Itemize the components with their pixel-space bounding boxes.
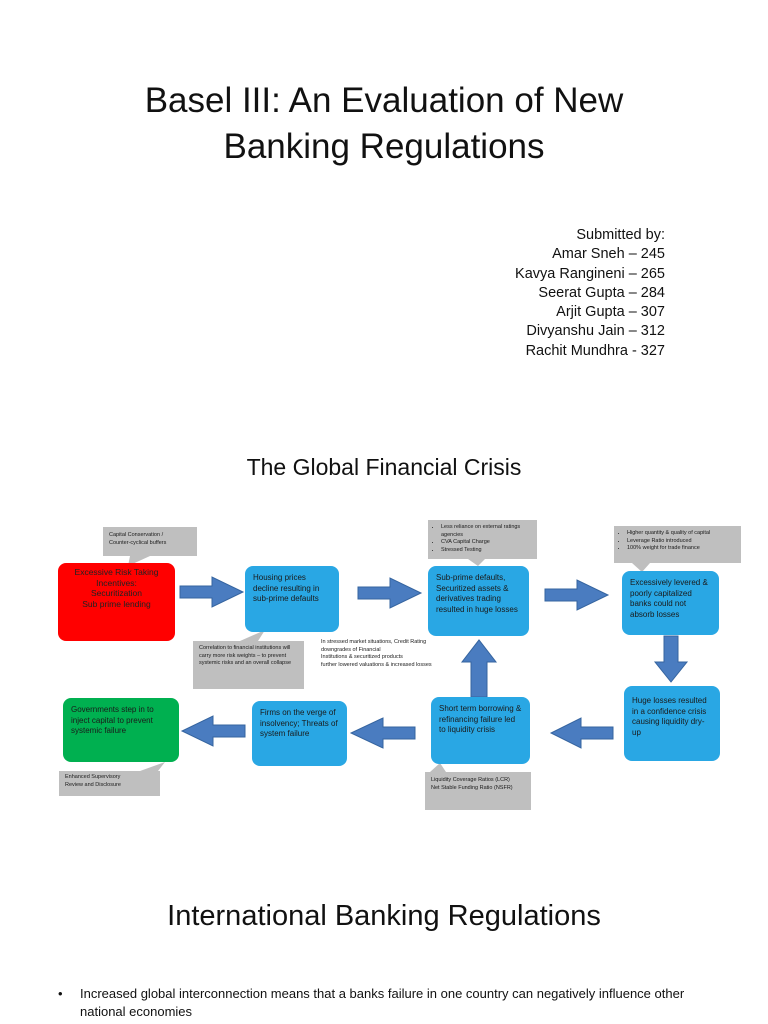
right-arrow (544, 579, 610, 611)
title-line-2: Banking Regulations (223, 127, 545, 166)
huge-losses-box: Huge losses resulted in a confidence cri… (624, 686, 720, 761)
firms-insolvency-box: Firms on the verge of insolvency; Threat… (252, 701, 347, 766)
note-line: further lowered valuations & increased l… (321, 661, 432, 668)
note-bullet: 100% weight for trade finance (627, 545, 735, 553)
housing-decline-box: Housing prices decline resulting in sub-… (245, 566, 339, 632)
callout-pointer (240, 630, 265, 641)
box-line: Securitization (90, 588, 143, 598)
left-arrow (549, 717, 614, 749)
note-bullet: Higher quantity & quality of capital (627, 530, 735, 538)
up-arrow (460, 639, 498, 698)
short-term-borrowing-box: Short term borrowing & refinancing failu… (431, 697, 530, 764)
member-name: Amar Sneh – 245 (552, 246, 665, 263)
stressed-market-note: In stressed market situations, Credit Ra… (321, 639, 461, 669)
supervisory-review-note: Enhanced Supervisory Review and Disclosu… (59, 771, 160, 796)
note-bullet: Stressed Testing (441, 547, 531, 555)
title-line-1: Basel III: An Evaluation of New (144, 81, 624, 120)
down-arrow (653, 635, 689, 683)
submitted-by-label: Submitted by: (576, 227, 665, 243)
note-line: Institutions & securitized products (321, 654, 403, 660)
rating-agencies-note: Less reliance on external ratings agenci… (428, 520, 537, 559)
bullet-dot: • (58, 986, 63, 1001)
submitted-by-block: Submitted by: Amar Sneh – 245 Kavya Rang… (515, 226, 665, 361)
bullet-item: • Increased global interconnection means… (58, 985, 708, 1021)
risk-taking-box: Excessive Risk Taking Incentives: Securi… (58, 563, 175, 641)
right-arrow (179, 576, 245, 608)
bullet-text: Increased global interconnection means t… (80, 986, 685, 1019)
box-line: Incentives: (96, 577, 137, 588)
governments-box: Governments step in to inject capital to… (63, 698, 179, 762)
regulations-slide-title: International Banking Regulations (167, 900, 601, 932)
note-bullet: Leverage Ratio introduced (627, 538, 735, 546)
box-line: Sub prime lending (82, 598, 151, 609)
slide-title: Basel III: An Evaluation of New Banking … (60, 78, 708, 170)
capital-conservation-note: Capital Conservation / Counter-cyclical … (103, 527, 197, 556)
right-arrow (357, 577, 423, 609)
note-line: Enhanced Supervisory (65, 774, 121, 780)
correlation-note: Correlation to financial institutions wi… (193, 641, 304, 689)
note-line: Net Stable Funding Ratio (NSFR) (431, 784, 513, 791)
member-name: Arjit Gupta – 307 (556, 304, 665, 321)
box-line: Excessive Risk Taking (74, 567, 159, 577)
subprime-defaults-box: Sub-prime defaults, Securitized assets &… (428, 566, 529, 636)
note-line: downgrades of Financial (321, 646, 381, 653)
note-line: Counter-cyclical buffers (109, 539, 167, 546)
left-arrow (349, 717, 416, 749)
callout-pointer (430, 763, 446, 772)
member-name: Rachit Mundhra - 327 (525, 342, 665, 359)
note-bullet: Less reliance on external ratings agenci… (441, 524, 531, 539)
callout-pointer (468, 559, 485, 566)
callout-pointer (632, 563, 650, 572)
note-bullet: CVA Capital Charge (441, 539, 531, 547)
note-line: In stressed market situations, Credit Ra… (321, 639, 427, 645)
callout-pointer (140, 762, 165, 771)
levered-banks-box: Excessively levered & poorly capitalized… (622, 571, 719, 635)
liquidity-ratios-note: Liquidity Coverage Ratios (LCR) Net Stab… (425, 772, 531, 810)
capital-quality-note: Higher quantity & quality of capital Lev… (614, 526, 741, 563)
left-arrow (180, 715, 246, 747)
note-line: Review and Disclosure (65, 781, 121, 788)
member-name: Divyanshu Jain – 312 (526, 323, 665, 340)
member-name: Seerat Gupta – 284 (538, 284, 665, 301)
member-name: Kavya Rangineni – 265 (515, 265, 665, 282)
crisis-slide-title: The Global Financial Crisis (246, 454, 522, 480)
note-line: Liquidity Coverage Ratios (LCR) (431, 777, 510, 783)
note-line: Capital Conservation / (109, 532, 164, 538)
